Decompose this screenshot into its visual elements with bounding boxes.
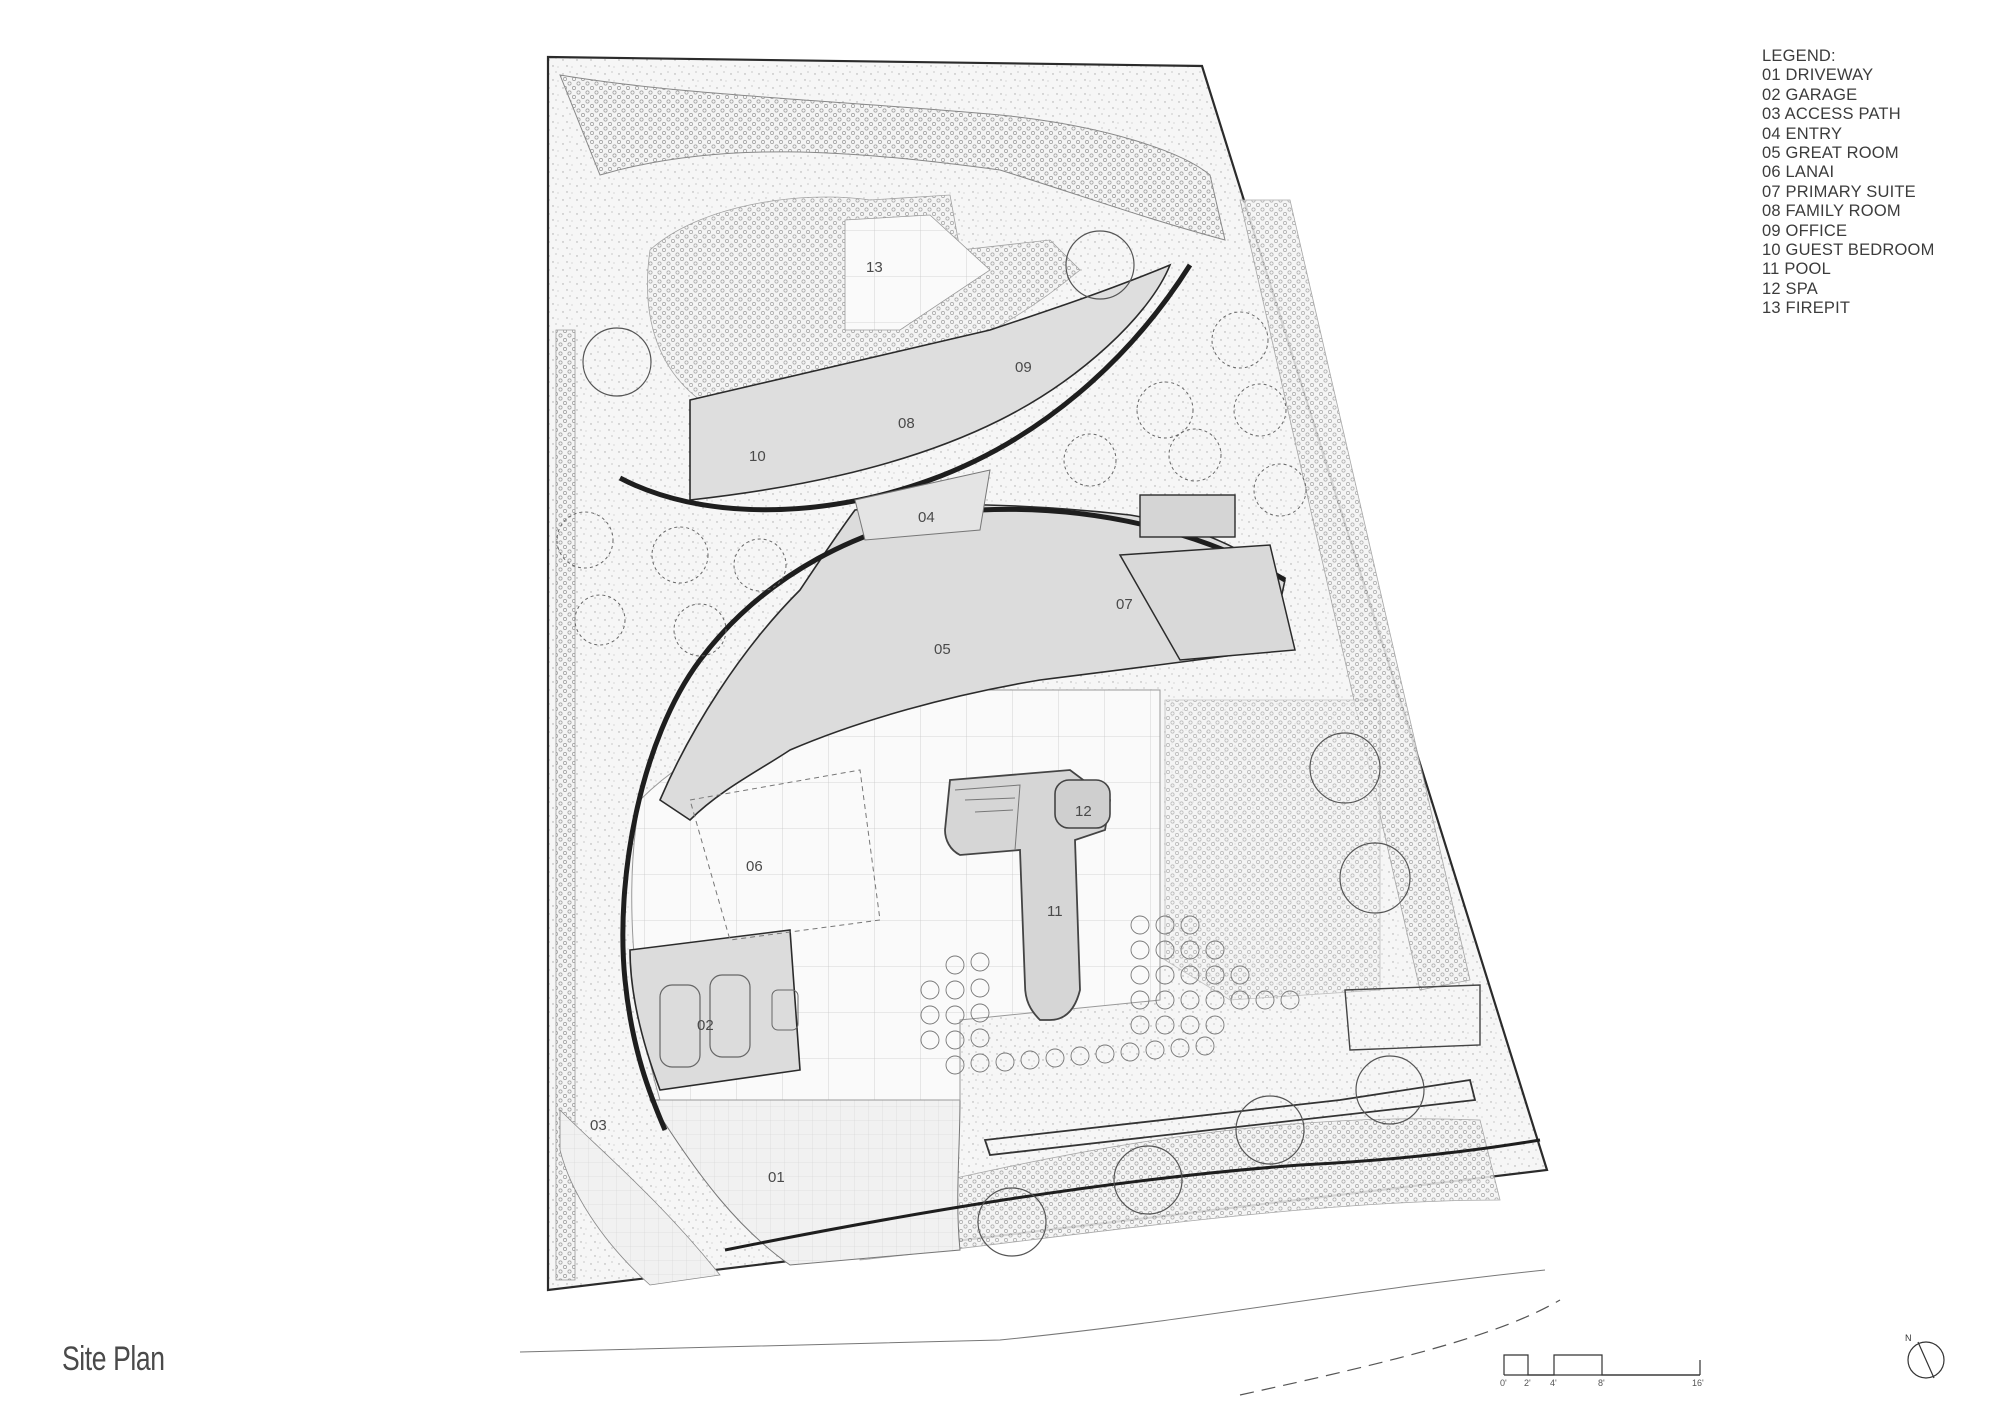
palm-trees — [556, 311, 1307, 657]
room-label-02: 02 — [697, 1017, 714, 1034]
legend-item: 09 OFFICE — [1762, 221, 1848, 240]
legend-item: 12 SPA — [1762, 279, 1818, 298]
suite-bath — [1139, 494, 1236, 538]
legend-item: 11 POOL — [1762, 260, 1831, 279]
legend-item: 07 PRIMARY SUITE — [1762, 182, 1916, 201]
room-label-09: 09 — [1015, 359, 1032, 376]
lawn-east — [1164, 699, 1381, 1001]
scale-tick-8: 8' — [1598, 1378, 1605, 1388]
car-1 — [659, 984, 701, 1068]
legend-item: 10 GUEST BEDROOM — [1762, 241, 1935, 260]
south-planting-strip — [859, 1118, 1501, 1261]
scale-bar — [1503, 1354, 1701, 1376]
driveway-paving — [649, 1099, 961, 1266]
legend-item: 05 GREAT ROOM — [1762, 144, 1899, 163]
legend-item: 13 FIREPIT — [1762, 299, 1851, 318]
trees — [582, 230, 1425, 1257]
room-label-03: 03 — [590, 1117, 607, 1134]
legend-item: 03 ACCESS PATH — [1762, 105, 1901, 124]
car-2 — [709, 974, 751, 1058]
road-edge — [519, 1269, 1546, 1353]
scale-tick-0: 0' — [1500, 1378, 1507, 1388]
spa — [1054, 779, 1111, 829]
shrub-grid — [920, 915, 1300, 1075]
pool-steps — [954, 784, 1021, 851]
entry-passage — [854, 469, 991, 541]
north-arrow-icon: N — [1905, 1333, 1945, 1379]
legend-item: 04 ENTRY — [1762, 124, 1843, 143]
access-path — [559, 1109, 721, 1286]
planter-border — [983, 1078, 1477, 1156]
drawing-title: Site Plan — [62, 1340, 165, 1378]
legend: LEGEND: 01 DRIVEWAY 02 GARAGE 03 ACCESS … — [1762, 47, 1935, 319]
legend-item: 01 DRIVEWAY — [1762, 66, 1874, 85]
west-planting-strip — [555, 329, 576, 1281]
room-label-07: 07 — [1116, 596, 1133, 613]
north-wing-curved-wall — [618, 263, 1193, 513]
crescent-outer-wall — [620, 506, 1287, 1131]
pool — [944, 769, 1111, 1021]
room-label-08: 08 — [898, 415, 915, 432]
legend-item: 08 FAMILY ROOM — [1762, 202, 1901, 221]
car-3 — [771, 989, 799, 1031]
main-crescent — [659, 503, 1286, 822]
north-wing — [689, 263, 1172, 501]
south-curved-wall — [724, 1138, 1541, 1252]
legend-item: 06 LANAI — [1762, 163, 1835, 182]
legend-item: 02 GARAGE — [1762, 85, 1858, 104]
legend-title: LEGEND: — [1762, 47, 1836, 65]
north-planting-band — [559, 74, 1226, 241]
room-label-13: 13 — [866, 259, 883, 276]
room-label-12: 12 — [1075, 803, 1092, 820]
room-label-10: 10 — [749, 448, 766, 465]
room-label-01: 01 — [768, 1169, 785, 1186]
north-label: N — [1905, 1333, 1912, 1343]
room-label-05: 05 — [934, 641, 951, 658]
scale-tick-2: 2' — [1524, 1378, 1531, 1388]
room-label-11: 11 — [1047, 903, 1063, 920]
road-centerline — [1239, 1299, 1561, 1396]
firepit-court — [844, 214, 991, 331]
lanai-dashed — [689, 769, 881, 941]
garage-block — [629, 929, 801, 1091]
scale-tick-16: 16' — [1692, 1378, 1704, 1388]
scale-tick-4: 4' — [1550, 1378, 1557, 1388]
primary-suite-wing — [1118, 544, 1296, 661]
room-label-06: 06 — [746, 858, 763, 875]
room-label-04: 04 — [918, 509, 935, 526]
planter-box-east — [1344, 984, 1481, 1051]
